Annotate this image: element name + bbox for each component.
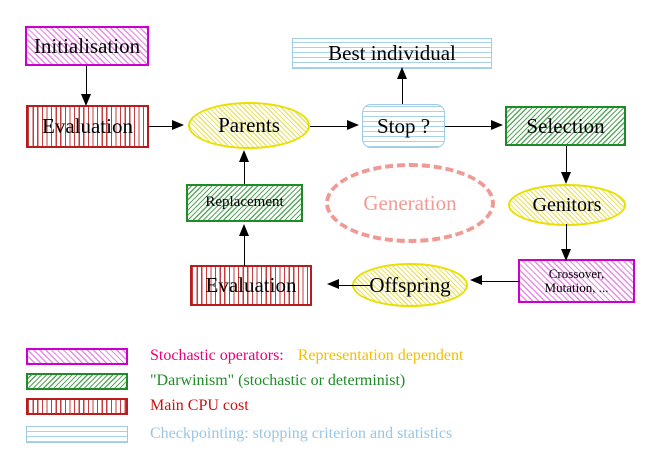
node-parents[interactable]: Parents [188,102,310,149]
node-genitors[interactable]: Genitors [508,184,626,226]
node-initialisation-label: Initialisation [33,33,141,58]
arrowhead-right-parents [172,120,184,130]
legend-label-stochastic-operators: Stochastic operators: Representation depe… [150,347,463,365]
legend-swatch-red-vertical-hatch [26,397,128,415]
node-stop-label: Stop ? [376,113,431,138]
edge-stop-best-individual [402,75,404,104]
node-stop[interactable]: Stop ? [362,104,445,148]
node-replacement[interactable]: Replacement [186,184,303,222]
edge-initialisation-evaluation [86,66,88,98]
arrowhead-down-crossover [561,249,571,261]
legend-row-main-cpu-cost: Main CPU cost [26,394,249,418]
edge-offspring-evaluation [338,285,372,287]
legend-swatch-blue-horizontal-hatch [26,425,128,443]
edge-genitors-crossover [566,224,568,254]
legend-row-stochastic-operators: Stochastic operators: Representation depe… [26,344,463,368]
edge-parents-stop [310,126,350,128]
edge-evaluation-parents [149,126,177,128]
node-replacement-label: Replacement [205,194,284,211]
node-generation-label: Generation [363,190,457,215]
node-selection[interactable]: Selection [505,106,626,146]
node-evaluation-top[interactable]: Evaluation [26,105,149,148]
node-genitors-label: Genitors [532,193,602,216]
arrowhead-up-parents [239,150,249,162]
edge-crossover-offspring [480,281,520,283]
node-evaluation-bottom[interactable]: Evaluation [190,265,312,306]
node-selection-label: Selection [526,113,605,138]
legend-text-darwinism: "Darwinism" (stochastic or determinist) [150,372,406,389]
legend-text-checkpointing: Checkpointing: stopping criterion and st… [150,425,453,442]
arrowhead-right-selection [491,120,503,130]
node-offspring[interactable]: Offspring [352,263,468,307]
arrowhead-left-offspring [470,275,482,285]
arrowhead-down-genitors [561,172,571,184]
legend-swatch-magenta-diagonal-hatch [26,347,128,365]
arrowhead-up-best-individual [397,67,407,79]
node-best-individual[interactable]: Best individual [292,38,492,69]
edge-stop-selection [445,126,493,128]
edge-evaluation-replacement [244,232,246,266]
legend-text-main-cpu-cost: Main CPU cost [150,397,249,414]
node-parents-label: Parents [218,113,280,138]
legend-row-checkpointing: Checkpointing: stopping criterion and st… [26,422,452,446]
edge-replacement-parents [244,160,246,184]
legend-text-stochastic-operators: Stochastic operators: [150,347,284,364]
arrowhead-down-evaluation-top [81,94,91,106]
legend-label-main-cpu-cost: Main CPU cost [150,397,249,415]
edge-selection-genitors [566,146,568,176]
legend-text-representation-dependent: Representation dependent [297,347,464,364]
node-crossover-mutation[interactable]: Crossover, Mutation, ... [518,259,635,303]
node-evaluation-top-label: Evaluation [42,114,133,139]
node-evaluation-bottom-label: Evaluation [205,273,297,298]
arrowhead-up-replacement [239,224,249,236]
legend-label-checkpointing: Checkpointing: stopping criterion and st… [150,425,452,443]
arrowhead-right-stop [347,120,359,130]
legend-label-darwinism: "Darwinism" (stochastic or determinist) [150,372,405,390]
legend-swatch-green-diagonal-hatch [26,372,128,390]
node-offspring-label: Offspring [369,272,451,297]
node-initialisation[interactable]: Initialisation [25,26,149,66]
node-best-individual-label: Best individual [328,41,456,66]
legend-row-darwinism: "Darwinism" (stochastic or determinist) [26,369,405,393]
arrowhead-left-evaluation-bottom [327,279,339,289]
node-generation: Generation [325,163,495,243]
node-crossover-mutation-label: Crossover, Mutation, ... [544,266,609,295]
